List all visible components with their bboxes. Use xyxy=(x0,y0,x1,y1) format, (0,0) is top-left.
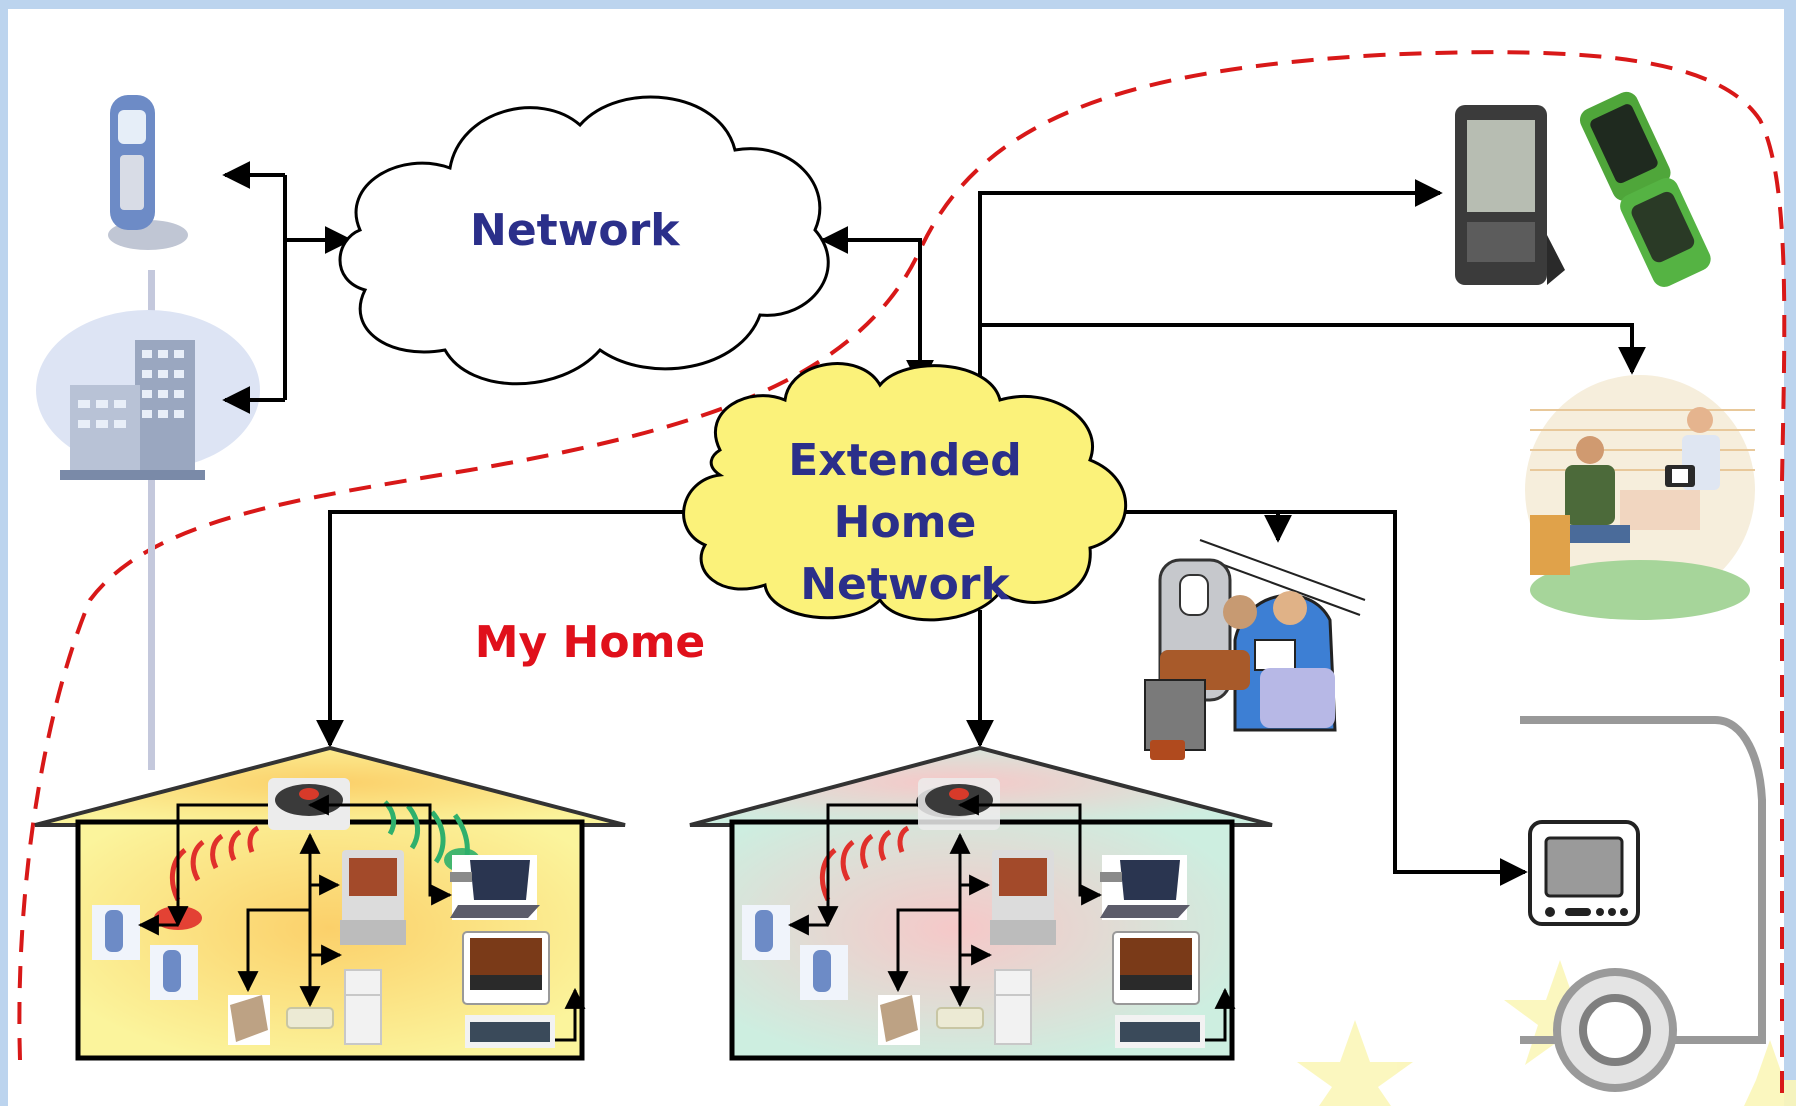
extended-home-network-label: Extended Home Network xyxy=(765,430,1045,616)
ehn-outbound-connectors xyxy=(316,179,1646,886)
airplane-passengers-icon xyxy=(1144,539,1366,760)
house-right-devices xyxy=(742,778,1236,1048)
extended-home-network-cloud xyxy=(682,362,1128,622)
house-left-devices xyxy=(92,778,586,1048)
frame-right xyxy=(1784,0,1796,1106)
frame-top xyxy=(0,0,1796,9)
air-conditioner-icon xyxy=(936,1007,984,1029)
mobile-phone-icon xyxy=(1579,91,1711,287)
network-label: Network xyxy=(470,205,680,256)
fridge-icon xyxy=(344,969,382,1045)
extended-home-network-line-1: Extended xyxy=(788,435,1022,486)
extended-home-network-line-3: Network xyxy=(800,559,1010,610)
left-connector xyxy=(222,161,353,414)
my-home-label: My Home xyxy=(474,617,706,668)
home-boundary-dashed xyxy=(17,50,1787,1106)
fridge-icon xyxy=(994,969,1032,1045)
network-cloud xyxy=(338,95,830,386)
extended-home-network-line-2: Home xyxy=(833,497,977,548)
building-pole xyxy=(148,270,155,770)
cordless-phone-icon xyxy=(108,95,188,250)
car-display-icon xyxy=(1520,716,1766,1092)
cafe-people-icon xyxy=(1525,375,1755,620)
air-conditioner-icon xyxy=(286,1007,334,1029)
frame-left xyxy=(0,0,8,1106)
office-building-icon xyxy=(36,310,260,480)
star-decoration xyxy=(1297,960,1796,1106)
pda-icon xyxy=(1455,105,1565,285)
